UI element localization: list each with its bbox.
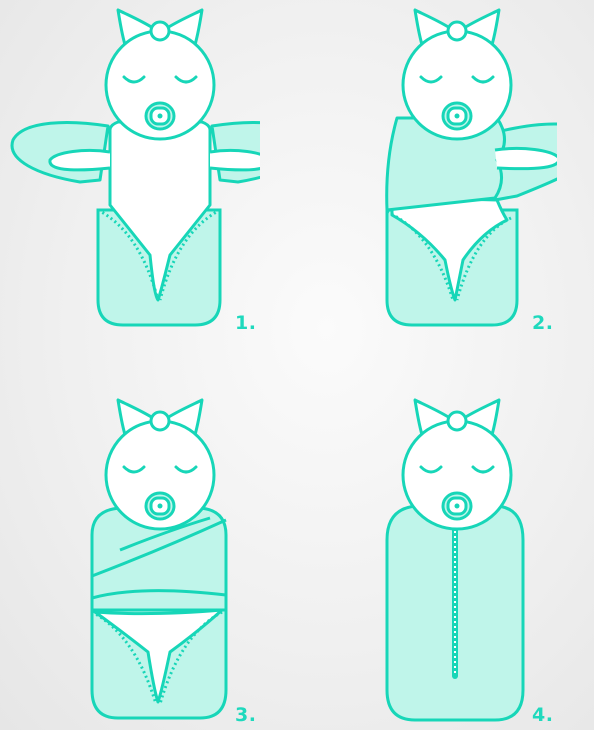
step-1: 1. [0, 0, 260, 340]
step-3: 3. [0, 390, 260, 730]
step-number: 1. [235, 312, 256, 334]
step-4: 4. [297, 390, 557, 730]
step-number: 3. [235, 704, 256, 726]
step-2: 2. [297, 0, 557, 340]
swaddle-step-3-illustration [0, 390, 260, 730]
swaddle-step-2-illustration [297, 0, 557, 340]
step-number: 4. [532, 704, 553, 726]
swaddle-step-4-illustration [297, 390, 557, 730]
swaddle-step-1-illustration [0, 0, 260, 340]
step-number: 2. [532, 312, 553, 334]
